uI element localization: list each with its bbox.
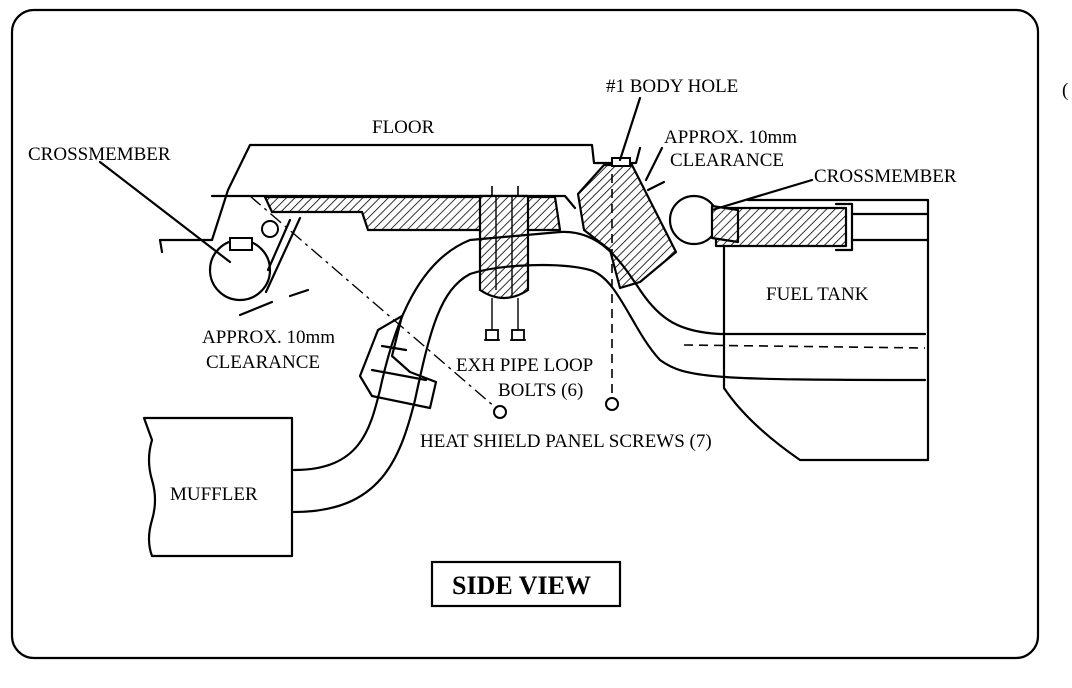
fuel-tank-strap-end [834,202,854,252]
exh-bolts-label-1: EXH PIPE LOOP [456,355,593,376]
crossmember-right-leader [710,178,814,212]
clearance-right-label-2: CLEARANCE [670,150,784,171]
exh-pipe-loop-hanger [478,194,530,300]
left-crossmember-pin [261,220,279,238]
crossmember-left-leader [98,160,232,264]
exh-bolts-label-2: BOLTS (6) [498,380,583,401]
left-bracket-legs [264,216,302,294]
diagram-frame [10,8,1040,660]
crossmember-right-label: CROSSMEMBER [814,166,957,187]
clearance-right-label-1: APPROX. 10mm [664,127,797,148]
edge-mark: ( [1062,80,1068,101]
clearance-left-label-2: CLEARANCE [206,352,320,373]
screw-leader-diagonal [249,195,497,409]
screw-leader-lines [491,174,613,398]
muffler-body [142,416,294,558]
heat-shield-screws [493,397,619,419]
right-crossmember-detail [710,204,740,244]
exhaust-pipe-lower [292,263,927,514]
exhaust-pipe-centerline [683,344,926,349]
crossmember-left-label: CROSSMEMBER [28,144,171,165]
fuel-tank-strap-lines [850,212,930,242]
body-hole-label: #1 BODY HOLE [606,76,738,97]
left-crossmember-stub [229,237,253,251]
right-crossmember-tube [668,194,720,246]
hanger-divider [495,196,513,296]
pipe-clamp-bands [370,344,428,382]
fuel-tank-body [722,198,930,462]
floor-panel [158,143,642,242]
heat-shield-label: HEAT SHIELD PANEL SCREWS (7) [420,431,712,452]
clearance-left-leader [238,288,310,317]
pipe-clamp [358,314,438,410]
floor-crossmember-bracket [158,194,264,254]
body-hole-leader [618,96,642,162]
exhaust-pipe-upper [292,230,927,472]
floor-label: FLOOR [372,117,435,138]
fuel-tank-label: FUEL TANK [766,284,869,305]
view-title-box [430,560,622,608]
clearance-right-leader [644,146,666,192]
view-title: SIDE VIEW [452,571,591,600]
exh-pipe-loop-bolts [484,298,526,341]
clearance-left-label-1: APPROX. 10mm [202,327,335,348]
muffler-label: MUFFLER [170,484,258,505]
